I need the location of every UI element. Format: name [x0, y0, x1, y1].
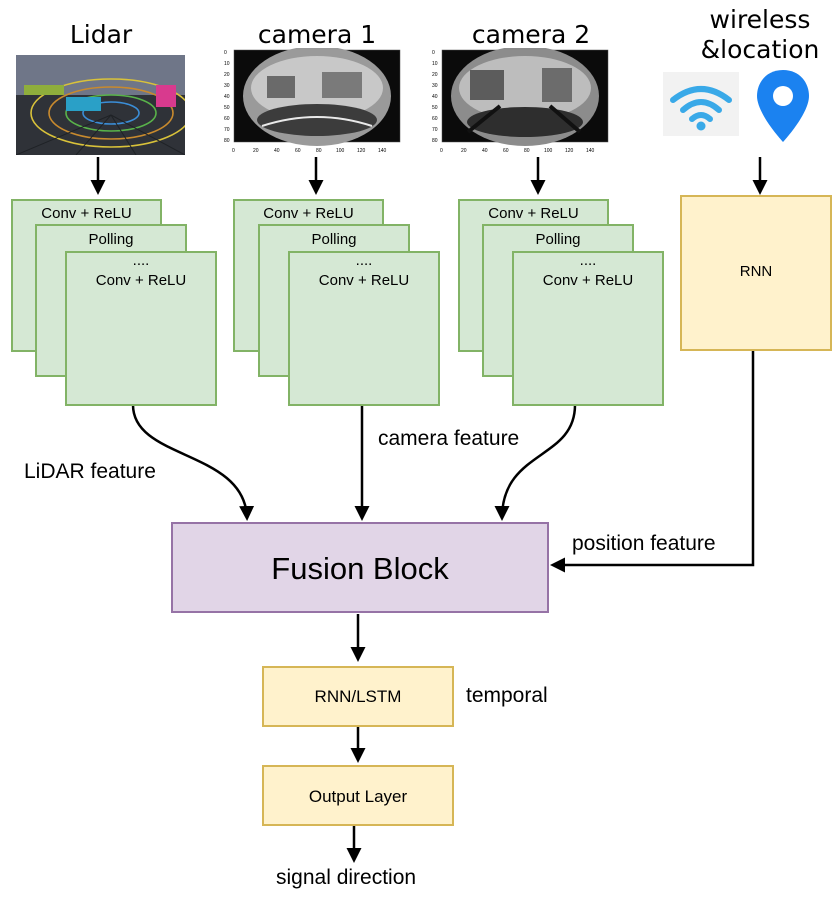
fusion-block: Fusion Block: [171, 522, 549, 613]
camera1-image: 0 10 20 30 40 50 60 70 80 0 20 40 60 80 …: [222, 48, 404, 158]
cam2-ytick-4: 40: [432, 94, 438, 100]
rnn-lstm-label: RNN/LSTM: [314, 687, 402, 706]
cam2-xtick-3: 60: [503, 148, 509, 154]
camera2-dots: ....: [579, 252, 597, 269]
camera2-conv-layer-2: .... Conv + ReLU: [512, 251, 664, 406]
cam1-ytick-7: 70: [224, 127, 230, 133]
cam2-ytick-7: 70: [432, 127, 438, 133]
cam1-xtick-7: 140: [378, 148, 387, 154]
arrow-position-feature: [550, 350, 755, 573]
lidar-title: Lidar: [69, 20, 133, 49]
camera-feature-label: camera feature: [378, 427, 520, 450]
temporal-label: temporal: [466, 684, 548, 707]
cam1-xtick-4: 80: [316, 148, 322, 154]
wireless-title: wireless &location: [690, 5, 830, 65]
cam1-ytick-6: 60: [224, 116, 230, 122]
lidar-feature-label: LiDAR feature: [24, 460, 156, 483]
cam2-ytick-6: 60: [432, 116, 438, 122]
rnn-lstm-block: RNN/LSTM: [262, 666, 454, 727]
cam1-ytick-0: 0: [224, 50, 227, 56]
lidar-conv-layer-2: .... Conv + ReLU: [65, 251, 217, 406]
camera2-layer3-label: Conv + ReLU: [542, 272, 634, 289]
lidar-point-cloud-image: [16, 55, 185, 155]
cam1-xtick-1: 20: [253, 148, 259, 154]
lidar-layer1-label: Conv + ReLU: [41, 205, 132, 222]
wireless-title-line1: wireless: [709, 5, 811, 34]
arrow-lidar-feature: [131, 404, 255, 521]
cam1-ytick-1: 10: [224, 61, 230, 67]
cam1-xtick-2: 40: [274, 148, 280, 154]
cam1-xtick-3: 60: [295, 148, 301, 154]
cam2-xtick-5: 100: [544, 148, 553, 154]
camera2-layer2-label: Polling: [535, 231, 581, 248]
camera1-layer3-label: Conv + ReLU: [318, 272, 410, 289]
camera1-conv-layer-2: .... Conv + ReLU: [288, 251, 440, 406]
cam1-xtick-0: 0: [232, 148, 235, 154]
cam2-xtick-2: 40: [482, 148, 488, 154]
signal-direction-label: signal direction: [276, 866, 417, 889]
camera1-dots: ....: [355, 252, 373, 269]
output-layer-label: Output Layer: [308, 787, 408, 806]
camera2-image: 0 10 20 30 40 50 60 70 80 0 20 40 60 80 …: [430, 48, 612, 158]
cam2-xtick-4: 80: [524, 148, 530, 154]
cam2-ytick-1: 10: [432, 61, 438, 67]
output-layer-block: Output Layer: [262, 765, 454, 826]
wireless-title-line2: &location: [700, 35, 820, 64]
camera2-title: camera 2: [471, 20, 591, 49]
lidar-layer3-label: Conv + ReLU: [95, 272, 187, 289]
fusion-block-label: Fusion Block: [271, 551, 449, 586]
rnn-block: RNN: [680, 195, 832, 351]
cam2-ytick-2: 20: [432, 72, 438, 78]
cam2-ytick-3: 30: [432, 83, 438, 89]
cam1-ytick-2: 20: [224, 72, 230, 78]
camera1-layer2-label: Polling: [311, 231, 357, 248]
camera2-layer1-label: Conv + ReLU: [488, 205, 579, 222]
cam1-xtick-5: 100: [336, 148, 345, 154]
cam2-xtick-0: 0: [440, 148, 443, 154]
cam1-ytick-8: 80: [224, 138, 230, 144]
lidar-layer2-label: Polling: [88, 231, 134, 248]
cam2-ytick-5: 50: [432, 105, 438, 111]
cam2-xtick-6: 120: [565, 148, 574, 154]
camera1-title: camera 1: [257, 20, 377, 49]
cam2-xtick-7: 140: [586, 148, 595, 154]
cam2-ytick-0: 0: [432, 50, 435, 56]
cam2-xtick-1: 20: [461, 148, 467, 154]
cam1-ytick-3: 30: [224, 83, 230, 89]
cam1-xtick-6: 120: [357, 148, 366, 154]
cam1-ytick-5: 50: [224, 105, 230, 111]
position-feature-label: position feature: [572, 532, 716, 555]
lidar-dots: ....: [132, 252, 150, 269]
cam2-ytick-8: 80: [432, 138, 438, 144]
location-pin-icon: [752, 66, 814, 146]
wifi-icon: [663, 72, 739, 136]
rnn-block-label: RNN: [739, 263, 773, 280]
arrow-camera2-feature: [494, 404, 577, 521]
cam1-ytick-4: 40: [224, 94, 230, 100]
camera1-layer1-label: Conv + ReLU: [263, 205, 354, 222]
